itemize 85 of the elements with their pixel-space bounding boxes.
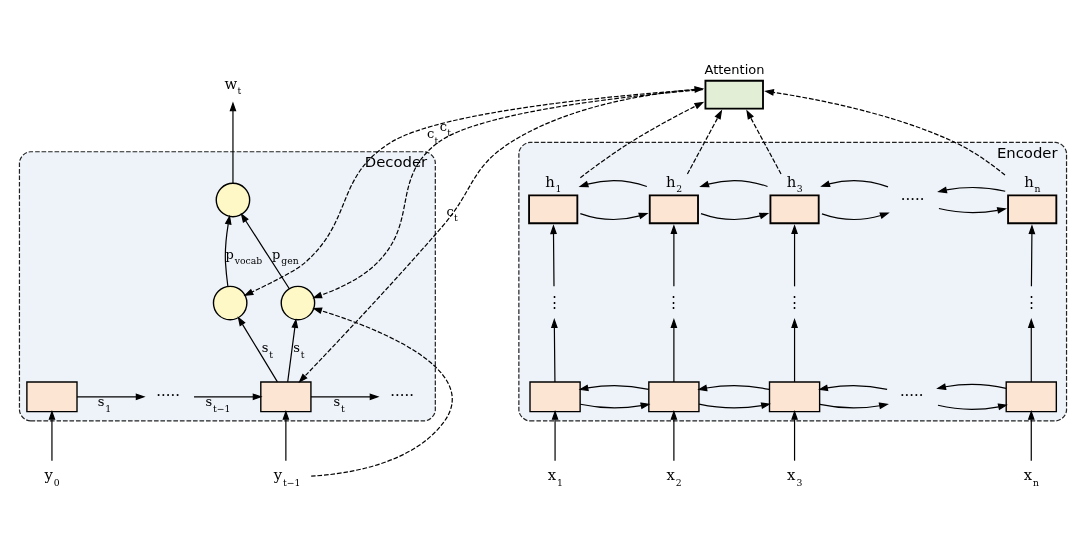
arrow (76, 393, 146, 401)
node-box (768, 381, 821, 413)
arrow (937, 186, 1006, 194)
node-text: y$_{t−1}$ (273, 466, 301, 488)
arrow (820, 179, 889, 188)
arrow (697, 384, 770, 392)
arrow (937, 403, 1008, 411)
node-text: ····· (899, 386, 924, 405)
node-box (26, 381, 78, 413)
node-text: x$_{1}$ (547, 466, 563, 488)
node-circle (215, 182, 251, 218)
arrow (791, 224, 798, 287)
arrow (287, 318, 299, 383)
edge-label: p$_{vocab}$ (225, 246, 263, 267)
arrow (243, 88, 704, 297)
node-text: x$_{3}$ (787, 466, 803, 488)
node-label: h$_{n}$ (1024, 172, 1041, 195)
node-label: h$_{3}$ (786, 172, 803, 195)
arrow (670, 410, 678, 462)
arrow (312, 89, 704, 299)
arrow (936, 383, 1007, 391)
arrow (550, 318, 558, 383)
edge-label: s$_{t−1}$ (205, 394, 231, 414)
arrow (819, 402, 889, 410)
node-label: Attention (704, 62, 765, 78)
node-text: ⋮ (666, 292, 682, 311)
arrow (791, 410, 798, 462)
arrow (193, 393, 263, 401)
edge-label: c$_{t}$ (426, 126, 439, 146)
node-circle (280, 285, 316, 321)
edge-label: s$_{t}$ (261, 340, 273, 360)
node-text: x$_{n}$ (1023, 466, 1040, 488)
node-box (1005, 381, 1058, 413)
arrow (578, 179, 648, 188)
node-box (260, 381, 312, 413)
node-text: ····· (390, 386, 414, 405)
arrow (686, 109, 723, 175)
arrow (670, 318, 678, 383)
node-text: ⋮ (546, 292, 562, 311)
node-label: h$_{1}$ (545, 172, 562, 195)
arrow (310, 393, 380, 401)
arrow (240, 212, 290, 290)
arrow (746, 109, 782, 175)
arrow (938, 207, 1008, 214)
node-box (529, 381, 581, 413)
arrow (237, 316, 278, 383)
arrow (699, 179, 769, 188)
arrow (578, 384, 650, 392)
node-text: ⋮ (787, 292, 803, 311)
edge-label: c$_{t}$ (439, 118, 451, 139)
arrow (791, 318, 798, 383)
node-circle (212, 285, 248, 321)
arrow (1028, 224, 1036, 287)
arrow (579, 212, 649, 221)
node-text: w$_{t}$ (224, 74, 242, 97)
arrow (700, 212, 770, 221)
node-text: y$_{0}$ (44, 466, 60, 488)
arrow (670, 224, 678, 287)
arrow (698, 402, 771, 410)
node-box (648, 381, 700, 413)
arrow (282, 410, 290, 462)
arrow (1027, 410, 1035, 462)
node-text: x$_{2}$ (666, 466, 682, 488)
node-text: ⋮ (1023, 292, 1039, 311)
edge-label: p$_{gen}$ (271, 246, 299, 267)
arrow (579, 402, 651, 410)
arrow (1027, 318, 1035, 383)
arrow (48, 410, 56, 462)
arrow (224, 214, 232, 287)
arrow (550, 224, 557, 287)
arrow (310, 307, 453, 477)
node-label: h$_{2}$ (666, 172, 683, 195)
arrow (579, 101, 705, 179)
edge-label: s$_{1}$ (97, 394, 112, 414)
edge-label: s$_{t}$ (333, 394, 345, 414)
arrow (229, 101, 237, 184)
arrow (764, 89, 1006, 176)
arrow (818, 384, 888, 392)
edge-label: s$_{t}$ (293, 340, 305, 360)
arrow (821, 212, 890, 221)
arrow (298, 86, 705, 383)
edge-label: c$_{t}$ (446, 203, 458, 224)
node-text: ····· (900, 189, 925, 208)
node-text: ····· (156, 386, 180, 405)
arrow (551, 410, 559, 462)
